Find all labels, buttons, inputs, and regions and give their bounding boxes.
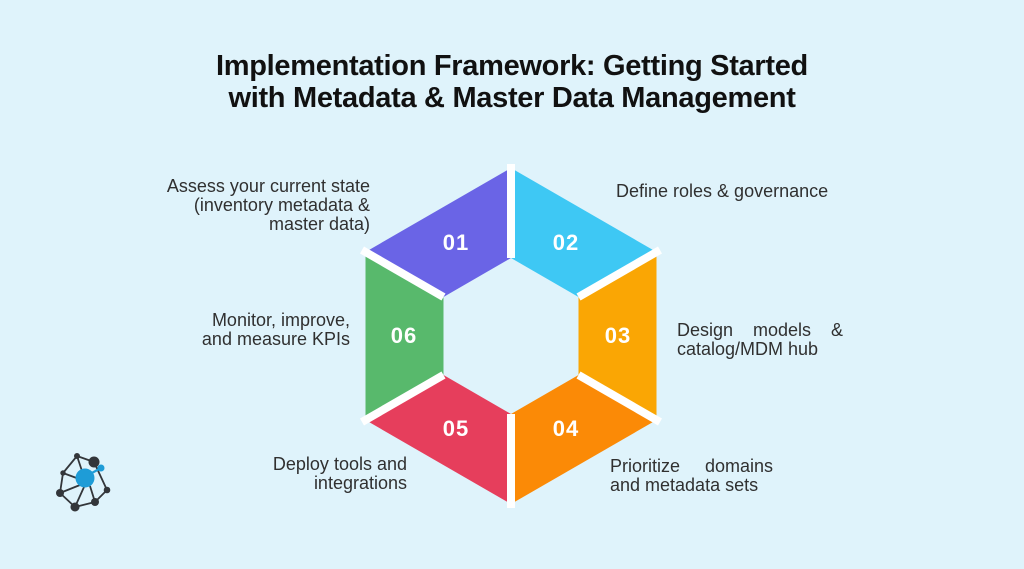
step-label-04-line-2: and metadata sets bbox=[610, 475, 759, 495]
step-label-02-line-1: Define roles & governance bbox=[616, 181, 829, 201]
hex-segment-04 bbox=[511, 375, 657, 504]
step-label-04: Prioritize domains and metadata sets bbox=[610, 457, 800, 495]
step-label-06: Monitor, improve, and measure KPIs bbox=[165, 311, 350, 349]
step-number-01: 01 bbox=[442, 230, 470, 255]
hex-segment-03 bbox=[578, 252, 657, 420]
hex-segment-01 bbox=[365, 168, 511, 297]
page-title: Implementation Framework: Getting Starte… bbox=[0, 50, 1024, 114]
step-label-05-line-2: integrations bbox=[313, 473, 407, 493]
step-label-06-line-2: and measure KPIs bbox=[201, 329, 350, 349]
step-label-01-line-2: (inventory metadata & bbox=[193, 195, 370, 215]
company-logo bbox=[52, 446, 114, 514]
step-label-02: Define roles & governance bbox=[616, 182, 866, 201]
step-label-05-line-1: Deploy tools and bbox=[272, 454, 407, 474]
step-label-04-line-1: Prioritize domains bbox=[610, 456, 774, 476]
logo-edges bbox=[59, 455, 108, 508]
step-number-03: 03 bbox=[604, 323, 632, 348]
hex-segment-06 bbox=[365, 252, 444, 420]
hex-segment-02 bbox=[511, 168, 657, 297]
segment-separators bbox=[360, 164, 662, 508]
network-graph-icon bbox=[56, 453, 111, 512]
logo-nodes bbox=[56, 453, 111, 512]
step-label-01-line-1: Assess your current state bbox=[166, 176, 370, 196]
step-number-06: 06 bbox=[390, 323, 418, 348]
step-label-03-line-2: catalog/MDM hub bbox=[677, 339, 819, 359]
step-label-03-line-1: Design models & bbox=[677, 320, 844, 340]
step-label-05: Deploy tools and integrations bbox=[227, 455, 407, 493]
step-number-04: 04 bbox=[552, 416, 580, 441]
logo-accent-hub bbox=[75, 464, 105, 488]
step-label-01-line-3: master data) bbox=[268, 214, 370, 234]
step-label-06-line-1: Monitor, improve, bbox=[211, 310, 350, 330]
title-line-1: Implementation Framework: Getting Starte… bbox=[216, 50, 808, 82]
hex-segment-05 bbox=[365, 375, 511, 504]
step-number-05: 05 bbox=[442, 416, 470, 441]
step-number-02: 02 bbox=[552, 230, 580, 255]
title-line-2: with Metadata & Master Data Management bbox=[228, 82, 796, 114]
step-label-01: Assess your current state (inventory met… bbox=[130, 177, 370, 234]
step-label-03: Design models & catalog/MDM hub bbox=[677, 321, 857, 359]
